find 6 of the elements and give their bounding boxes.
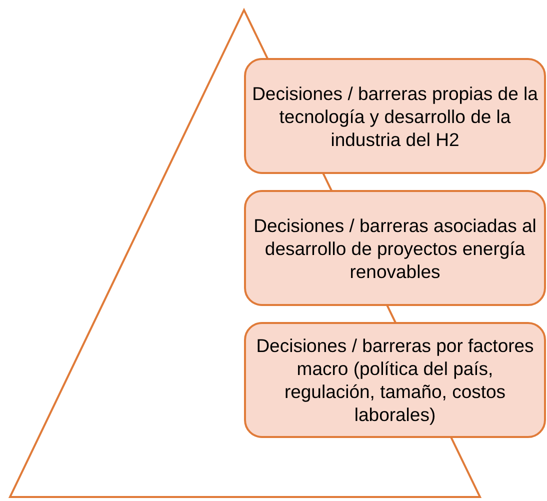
pyramid-level-box	[244, 190, 546, 306]
level-text: Decisiones / barreras asociadas al desarrollo de proyectos energía renovables	[252, 214, 538, 282]
level-text: Decisiones / barreras propias de la tecnología y desarrollo de la industria del H2	[252, 82, 538, 150]
pyramid-level-box	[244, 58, 546, 174]
level-text: Decisiones / barreras por factores macro (política del país, regulación, tamaño, costos laborales)	[255, 334, 535, 426]
pyramid-level-box	[244, 322, 546, 438]
